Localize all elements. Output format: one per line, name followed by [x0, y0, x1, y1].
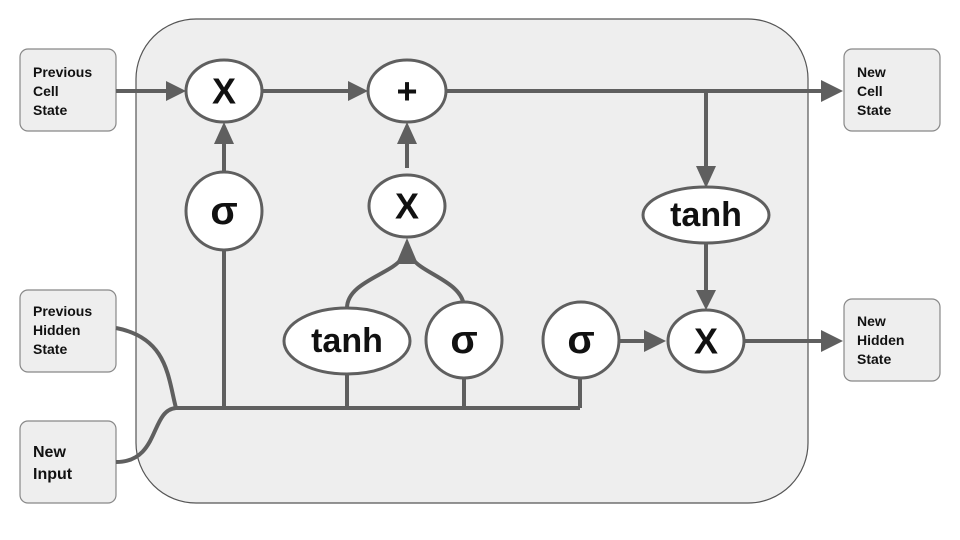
node-output-gate: σ: [541, 300, 621, 380]
new-input-line-1: New: [33, 444, 66, 461]
sigma-symbol: σ: [450, 318, 477, 362]
wire-hidden-merge: [115, 326, 178, 409]
arrowhead-output-gate: [644, 330, 666, 352]
arrowhead-forget-up: [214, 122, 234, 144]
arrowhead-to-input-multiply: [396, 238, 418, 264]
multiply-symbol: X: [694, 321, 718, 362]
new-hidden-state-line-3: State: [857, 351, 891, 367]
arrowhead-cell-in: [166, 81, 186, 101]
new-cell-state-line-1: New: [857, 64, 886, 80]
new-cell-state-line-2: Cell: [857, 83, 883, 99]
lstm-cell-body: [135, 18, 809, 504]
tanh-symbol: tanh: [311, 322, 383, 360]
new-hidden-state-line-1: New: [857, 313, 886, 329]
sigma-symbol: σ: [567, 318, 594, 362]
node-output-multiply: X: [666, 308, 746, 374]
arrowheads: [166, 80, 843, 352]
arrowhead-input-up: [397, 122, 417, 144]
previous-hidden-state-line-1: Previous: [33, 303, 92, 319]
previous-hidden-state-box: Previous Hidden State: [19, 289, 117, 373]
previous-cell-state-line-1: Previous: [33, 64, 92, 80]
sigma-symbol: σ: [210, 189, 237, 233]
arrowhead-cell-out: [821, 80, 843, 102]
new-input-line-2: Input: [33, 466, 73, 483]
wires: [115, 89, 824, 464]
wire-input-merge: [115, 406, 177, 464]
node-input-gate: σ: [424, 300, 504, 380]
tanh-symbol: tanh: [670, 196, 742, 234]
new-cell-state-box: New Cell State: [843, 48, 941, 132]
arrowhead-to-add: [348, 81, 368, 101]
node-forget-gate: σ: [184, 170, 264, 252]
arrowhead-hidden-out: [821, 330, 843, 352]
previous-hidden-state-line-2: Hidden: [33, 322, 80, 338]
node-cell-add: +: [366, 58, 448, 124]
node-forget-multiply: X: [184, 58, 264, 124]
multiply-symbol: X: [212, 71, 236, 112]
multiply-symbol: X: [395, 186, 419, 227]
previous-cell-state-line-2: Cell: [33, 83, 59, 99]
arrowhead-to-output-multiply: [696, 290, 716, 310]
previous-cell-state-line-3: State: [33, 102, 67, 118]
new-hidden-state-line-2: Hidden: [857, 332, 904, 348]
arrowhead-to-tanh: [696, 166, 716, 188]
new-cell-state-line-3: State: [857, 102, 891, 118]
node-input-multiply: X: [367, 173, 447, 239]
node-candidate-tanh: tanh: [282, 306, 412, 376]
new-hidden-state-box: New Hidden State: [843, 298, 941, 382]
previous-cell-state-box: Previous Cell State: [19, 48, 117, 132]
previous-hidden-state-line-3: State: [33, 341, 67, 357]
node-cell-tanh: tanh: [641, 185, 771, 245]
add-symbol: +: [396, 71, 417, 112]
new-input-box: New Input: [19, 420, 117, 504]
